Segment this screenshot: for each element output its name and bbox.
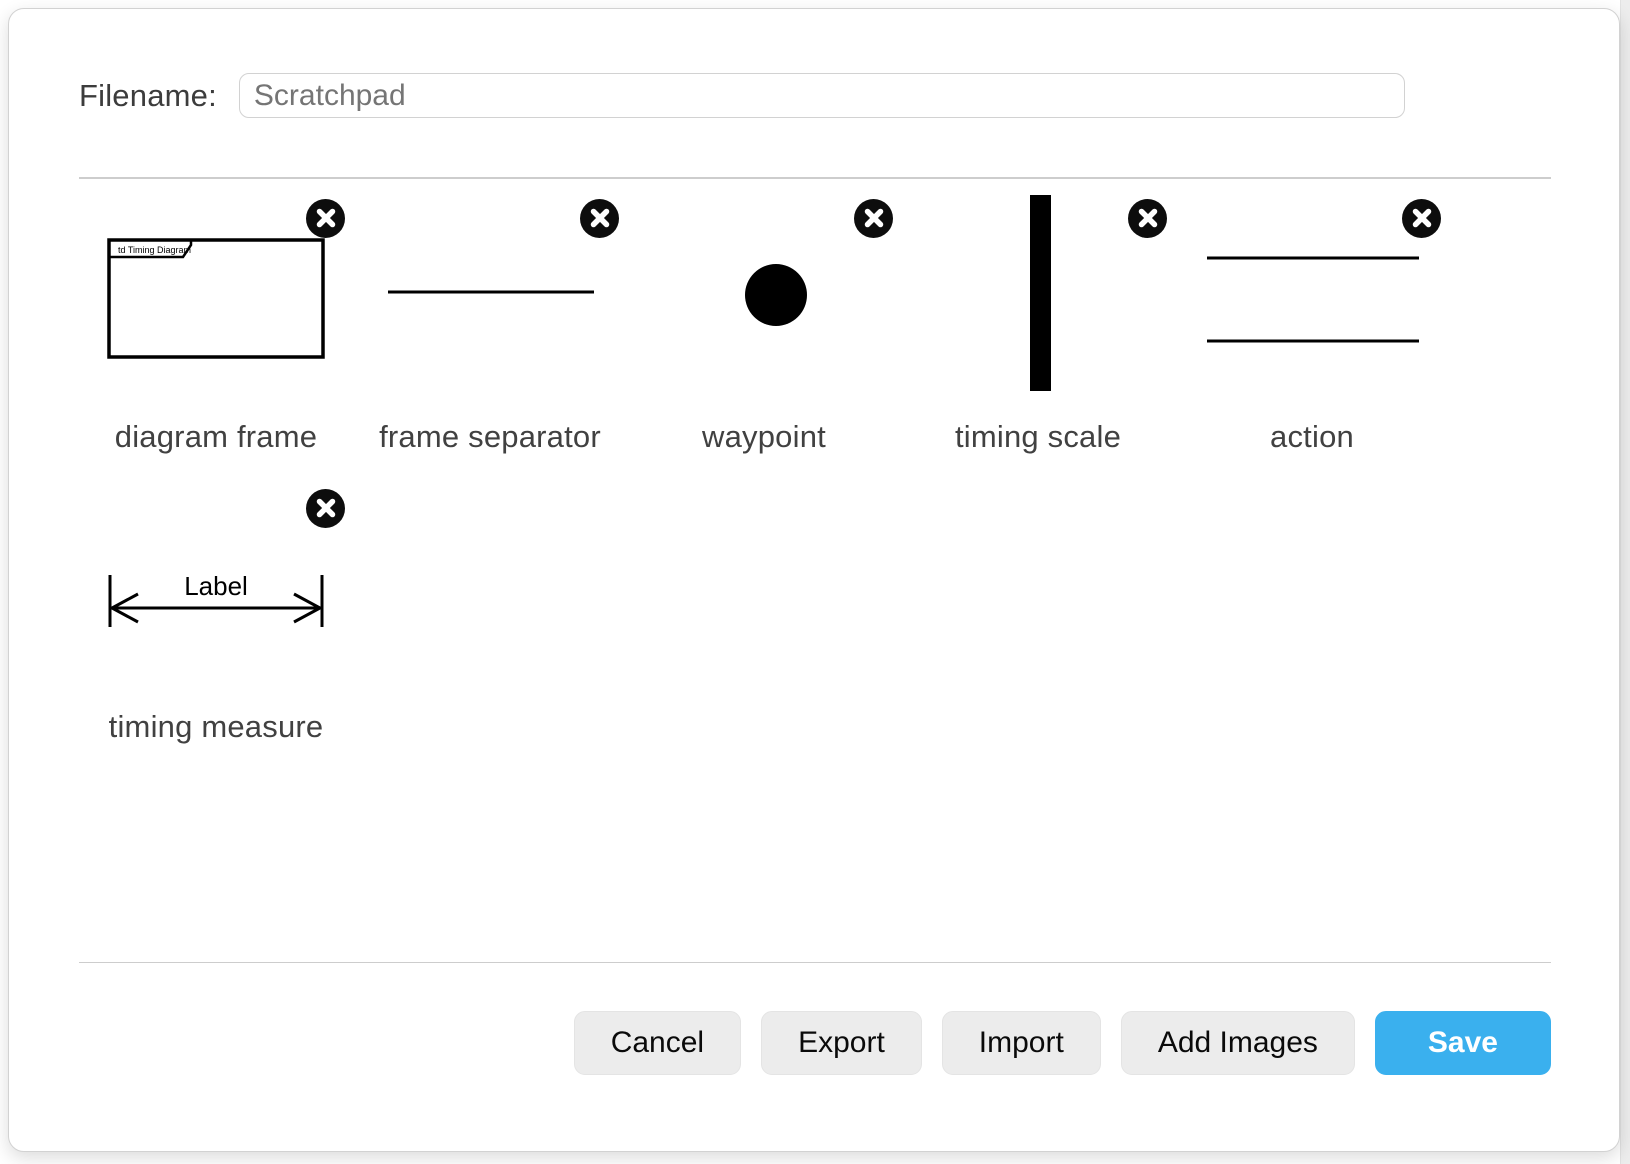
shape-item-action[interactable]: action: [1175, 179, 1449, 469]
x-icon: [316, 208, 335, 228]
add-images-button[interactable]: Add Images: [1120, 1011, 1355, 1075]
filename-input[interactable]: [238, 73, 1405, 118]
cancel-button[interactable]: Cancel: [573, 1011, 742, 1075]
shape-caption: diagram frame: [114, 418, 318, 454]
filename-row: Filename:: [79, 73, 1551, 118]
shape-item-waypoint[interactable]: waypoint: [627, 179, 901, 469]
shape-caption: timing measure: [108, 708, 324, 744]
delete-shape-button[interactable]: [854, 198, 893, 238]
shape-caption: frame separator: [379, 418, 601, 454]
timing-measure-shape-icon: Label: [108, 571, 324, 627]
timing-measure-label: Label: [184, 571, 248, 601]
action-shape-icon: [1207, 256, 1419, 342]
delete-shape-button[interactable]: [580, 198, 619, 238]
x-icon: [864, 208, 883, 228]
shape-preview: td Timing Diagram: [106, 195, 345, 391]
shape-caption: action: [1270, 418, 1354, 454]
shape-item-timing-measure[interactable]: Label timing measure: [79, 469, 353, 759]
shape-preview: [928, 194, 1167, 391]
save-button[interactable]: Save: [1374, 1011, 1551, 1075]
shape-preview: Label: [106, 485, 345, 681]
frame-separator-shape-icon: [388, 290, 594, 293]
x-icon: [1412, 208, 1431, 228]
diagram-frame-shape-icon: td Timing Diagram: [107, 237, 325, 359]
delete-shape-button[interactable]: [306, 198, 345, 238]
filename-label: Filename:: [79, 77, 217, 113]
shape-grid: td Timing Diagram diagram frame: [79, 179, 1451, 759]
x-icon: [1138, 208, 1157, 228]
x-icon: [316, 498, 335, 518]
delete-shape-button[interactable]: [1128, 198, 1167, 238]
dialog-button-row: Cancel Export Import Add Images Save: [79, 1011, 1551, 1075]
export-button[interactable]: Export: [761, 1011, 922, 1075]
shape-caption: timing scale: [954, 418, 1122, 454]
shape-preview: [380, 195, 619, 391]
background-page-edge: [1620, 0, 1630, 1164]
shape-item-frame-separator[interactable]: frame separator: [353, 179, 627, 469]
bottom-divider: [79, 961, 1551, 963]
timing-scale-shape-icon: [1030, 194, 1051, 391]
delete-shape-button[interactable]: [1402, 198, 1441, 238]
delete-shape-button[interactable]: [306, 488, 345, 528]
shape-item-timing-scale[interactable]: timing scale: [901, 179, 1175, 469]
shape-preview: [654, 195, 893, 391]
x-icon: [590, 208, 609, 228]
shape-caption: waypoint: [702, 418, 826, 454]
waypoint-shape-icon: [745, 263, 807, 326]
top-divider: [79, 177, 1551, 179]
shape-item-diagram-frame[interactable]: td Timing Diagram diagram frame: [79, 179, 353, 469]
import-button[interactable]: Import: [941, 1011, 1101, 1075]
shape-preview: [1202, 195, 1441, 391]
diagram-frame-tab-label: td Timing Diagram: [118, 245, 191, 255]
scratchpad-edit-dialog: Filename: td Timing Diagram diagram f: [8, 8, 1620, 1152]
